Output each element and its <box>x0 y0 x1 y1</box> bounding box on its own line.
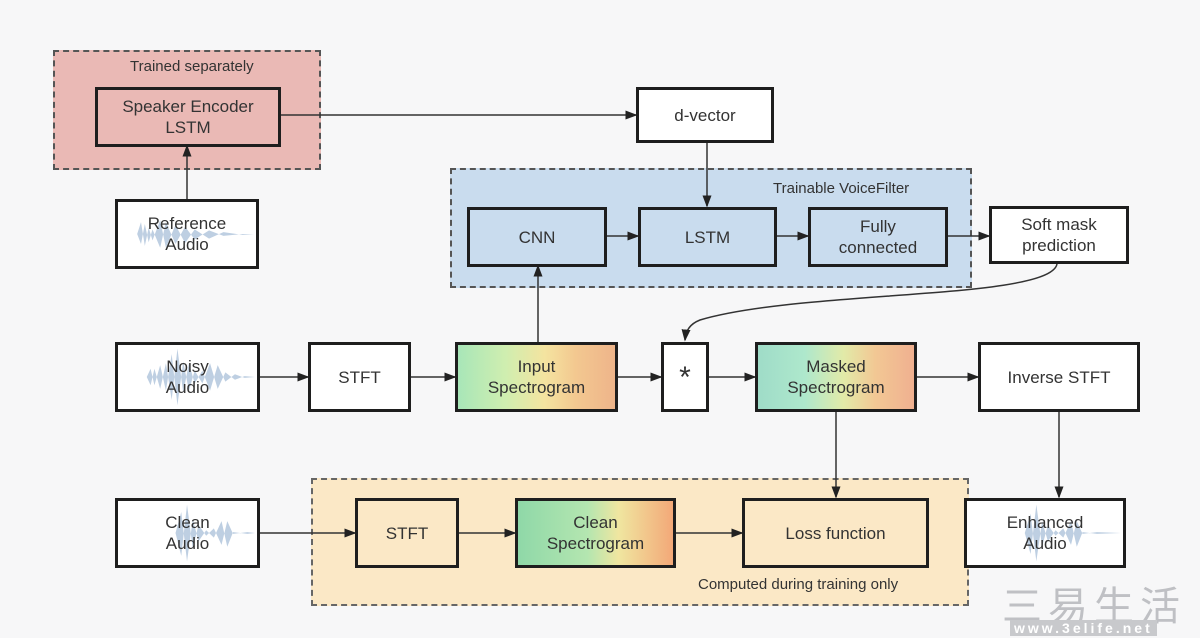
node-stft-clean[interactable]: STFT <box>355 498 459 568</box>
node-label-line: Soft mask <box>1021 215 1097 234</box>
node-label-line: Reference <box>147 214 227 233</box>
node-lstm[interactable]: LSTM <box>638 207 777 267</box>
waveform-icon <box>119 348 256 406</box>
node-label: d-vector <box>674 105 736 125</box>
node-label-line: LSTM <box>165 118 211 137</box>
group-label-computed-during-training: Computed during training only <box>698 576 899 593</box>
node-inverse-stft[interactable]: Inverse STFT <box>978 342 1140 412</box>
node-label-line: Audio <box>165 378 210 397</box>
node-label-line: Clean <box>165 513 210 532</box>
node-label-line: Spectrogram <box>487 378 586 397</box>
node-label-line: Spectrogram <box>546 534 645 553</box>
waveform-icon <box>968 504 1122 562</box>
node-d-vector[interactable]: d-vector <box>636 87 774 143</box>
node-stft-noisy[interactable]: STFT <box>308 342 411 412</box>
node-label-line: Noisy <box>166 357 209 376</box>
node-label: LSTM <box>684 227 731 247</box>
node-label-line: Clean <box>573 513 618 532</box>
waveform-icon <box>119 220 255 248</box>
node-multiply[interactable]: * <box>661 342 709 412</box>
node-label-line: Audio <box>165 534 210 553</box>
node-label-line: Fully <box>860 217 896 236</box>
multiply-operator: * <box>679 360 691 394</box>
waveform-icon <box>119 504 256 562</box>
watermark-url: www.3elife.net <box>1010 620 1157 636</box>
node-soft-mask-prediction[interactable]: Soft mask prediction <box>989 206 1129 264</box>
node-label: Loss function <box>785 523 886 543</box>
group-label-trained-separately: Trained separately <box>130 58 254 75</box>
node-fully-connected[interactable]: Fully connected <box>808 207 948 267</box>
arrow-softmask-to-multiply <box>681 263 1058 342</box>
node-label-line: Audio <box>165 235 209 254</box>
node-label-line: prediction <box>1022 236 1096 255</box>
node-label-line: Audio <box>1023 534 1067 553</box>
node-label-line: Enhanced <box>1006 513 1084 532</box>
node-cnn[interactable]: CNN <box>467 207 607 267</box>
group-label-trainable-voicefilter: Trainable VoiceFilter <box>773 180 910 197</box>
node-label: CNN <box>518 227 556 247</box>
node-label-line: Speaker Encoder <box>122 97 254 116</box>
node-label-line: Spectrogram <box>787 378 885 397</box>
node-label-line: Masked <box>806 357 866 376</box>
node-label-line: connected <box>838 238 918 257</box>
node-label: Inverse STFT <box>1007 367 1111 387</box>
node-label: STFT <box>385 523 429 543</box>
node-label: STFT <box>338 367 381 387</box>
node-label-line: Input <box>517 357 556 376</box>
node-loss-function[interactable]: Loss function <box>742 498 929 568</box>
